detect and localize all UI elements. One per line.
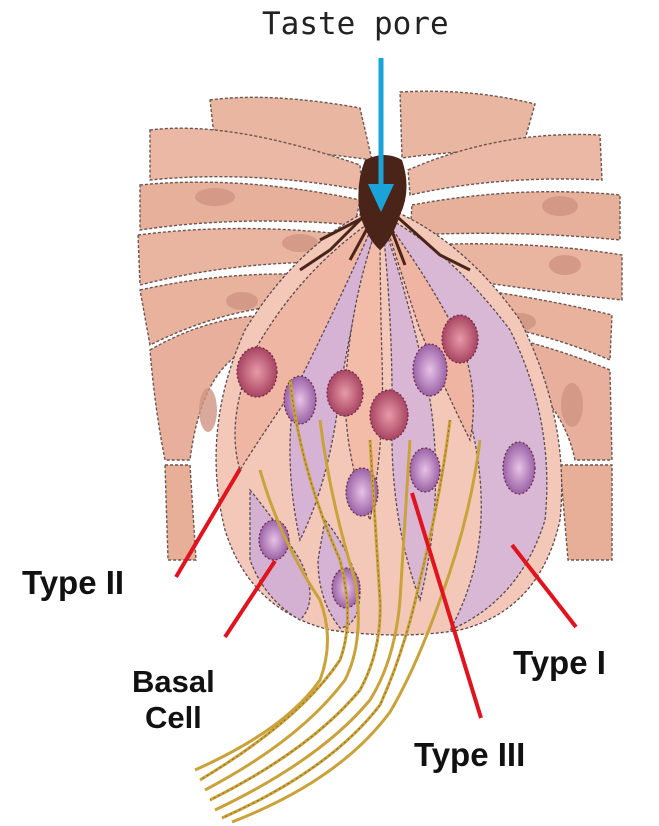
taste-pore-arrow (368, 58, 394, 212)
taste-pore-label: Taste pore (262, 6, 449, 42)
type-iii-label: Type III (414, 736, 525, 774)
basal-cell-label-line1: Basal (132, 664, 215, 700)
basal-cell-label: Basal Cell (132, 664, 215, 735)
basal-cell-label-line2: Cell (132, 700, 215, 736)
type-i-label: Type I (513, 644, 606, 682)
type-ii-label: Type II (22, 564, 124, 602)
